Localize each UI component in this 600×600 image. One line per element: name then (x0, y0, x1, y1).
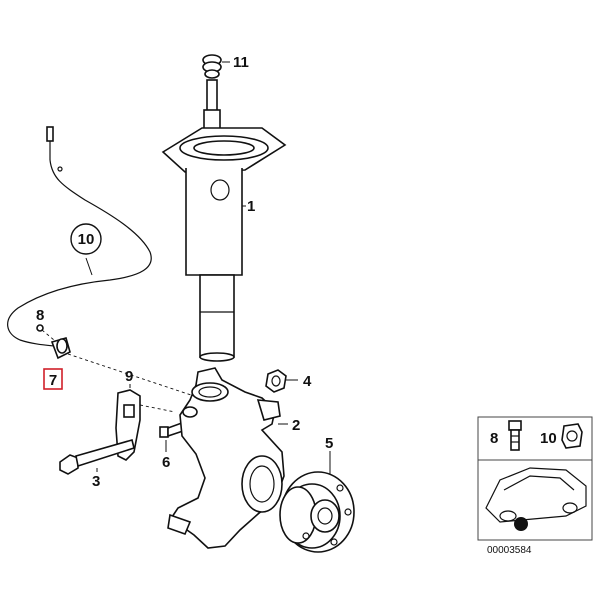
callout-4: 4 (303, 373, 312, 390)
callout-7-highlight: 7 (43, 368, 63, 390)
callout-8: 8 (36, 307, 44, 324)
callout-10-circle: 10 (70, 223, 102, 255)
top-nut-part (202, 54, 230, 79)
hex-bolt-part (59, 439, 135, 475)
callout-6: 6 (162, 454, 170, 471)
sensor-screw-part (36, 324, 55, 341)
spring-strut-part (161, 79, 287, 362)
callout-1: 1 (247, 198, 255, 215)
wheel-hub-part (279, 451, 355, 553)
inset-location-marker (514, 517, 528, 531)
inset-car-icon (485, 467, 587, 531)
callout-5: 5 (325, 435, 333, 452)
callout-2: 2 (292, 417, 300, 434)
inset-label-10: 10 (540, 430, 557, 447)
hex-nut-part (265, 369, 298, 393)
wheel-speed-sensor-part (50, 337, 201, 399)
callout-10: 10 (78, 231, 95, 248)
callout-9: 9 (125, 368, 133, 385)
callout-3: 3 (92, 473, 100, 490)
callout-7: 7 (49, 372, 57, 389)
callout-11: 11 (233, 54, 249, 71)
diagram-number: 00003584 (487, 545, 532, 556)
sensor-cable-part (7, 126, 152, 347)
inset-label-8: 8 (490, 430, 498, 447)
inset-screw-icon (508, 420, 522, 451)
steering-knuckle-part (167, 367, 288, 549)
inset-panel: 8 10 00003584 (477, 416, 593, 556)
inset-clip-icon (561, 423, 583, 449)
